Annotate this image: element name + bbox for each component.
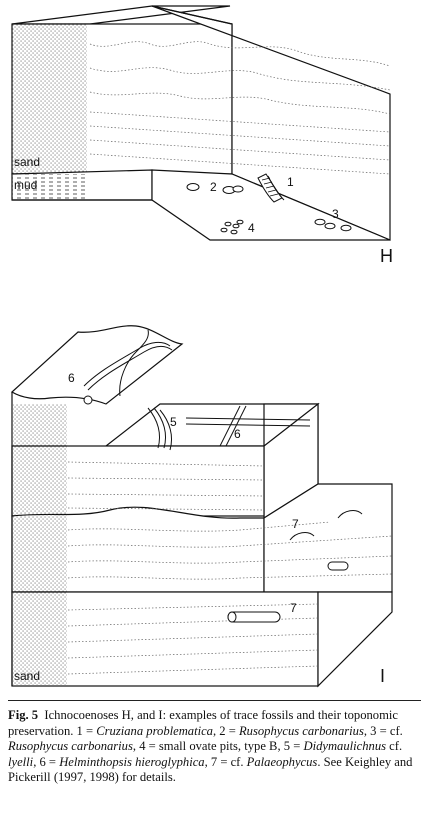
- caption-part-italic: Rusophycus carbonarius: [238, 723, 364, 738]
- panel-i-fossil-label-7a: 7: [292, 517, 299, 531]
- panel-h-fossil-label-3: 3: [332, 207, 339, 221]
- panel-h-fossil-label-2: 2: [210, 180, 217, 194]
- figure-number: Fig. 5: [8, 708, 39, 722]
- caption-part-italic: Didymaulichnus: [303, 739, 387, 753]
- caption-part-italic: lyelli: [8, 754, 34, 769]
- panel-h-trace-fossils: [186, 173, 352, 235]
- panel-i-fossil-label-6b: 6: [234, 427, 241, 441]
- panel-h-label-mud: mud: [14, 178, 37, 192]
- caption-rule: [8, 700, 421, 701]
- panel-i-fossil-label-7b: 7: [290, 601, 297, 615]
- panel-h-letter: H: [380, 246, 393, 266]
- panel-h-fossil-label-1: 1: [287, 175, 294, 189]
- caption-text: Fig. 5 Ichnocoenoses H, and I: examples …: [8, 708, 421, 786]
- panel-h-label-sand: sand: [14, 155, 40, 169]
- figure-illustration: sand mud 1 2 3 4 H: [10, 5, 393, 688]
- caption-part: , 6 =: [33, 754, 60, 769]
- caption-part-italic: Palaeophycus: [246, 754, 318, 769]
- caption-part-italic: Helminthopsis hieroglyphica: [59, 754, 205, 769]
- panel-h-block-diagram: [11, 5, 391, 241]
- figure-caption: Fig. 5 Ichnocoenoses H, and I: examples …: [8, 708, 421, 786]
- caption-part: cf.: [386, 739, 403, 753]
- caption-part: , 4 = small ovate pits, type B, 5 =: [132, 739, 304, 753]
- caption-part-italic: Cruziana problematica: [96, 723, 213, 738]
- panel-i-letter: I: [380, 666, 385, 686]
- caption-part: . See Keighley and Pickerill (1997, 1998…: [8, 754, 413, 785]
- panel-i-fossil-label-6a: 6: [68, 371, 75, 385]
- caption-part: , 2 =: [212, 723, 239, 738]
- panel-i-sand-stipple: [13, 404, 67, 685]
- caption-part: Ichnocoenoses H, and I: examples of trac…: [8, 708, 398, 738]
- panel-i-label-sand: sand: [14, 669, 40, 683]
- panel-h-bedding-lines: [89, 41, 391, 175]
- panel-i-bedding-lines: [67, 461, 393, 675]
- caption-part: , 3 = cf.: [363, 723, 403, 738]
- panel-h-fossil-label-4: 4: [248, 221, 255, 235]
- panel-i-trace-fossils: [83, 329, 363, 623]
- panel-i-fossil-label-5: 5: [170, 415, 177, 429]
- caption-part: , 7 = cf.: [204, 754, 247, 769]
- caption-part-italic: Rusophycus carbonarius: [8, 739, 133, 753]
